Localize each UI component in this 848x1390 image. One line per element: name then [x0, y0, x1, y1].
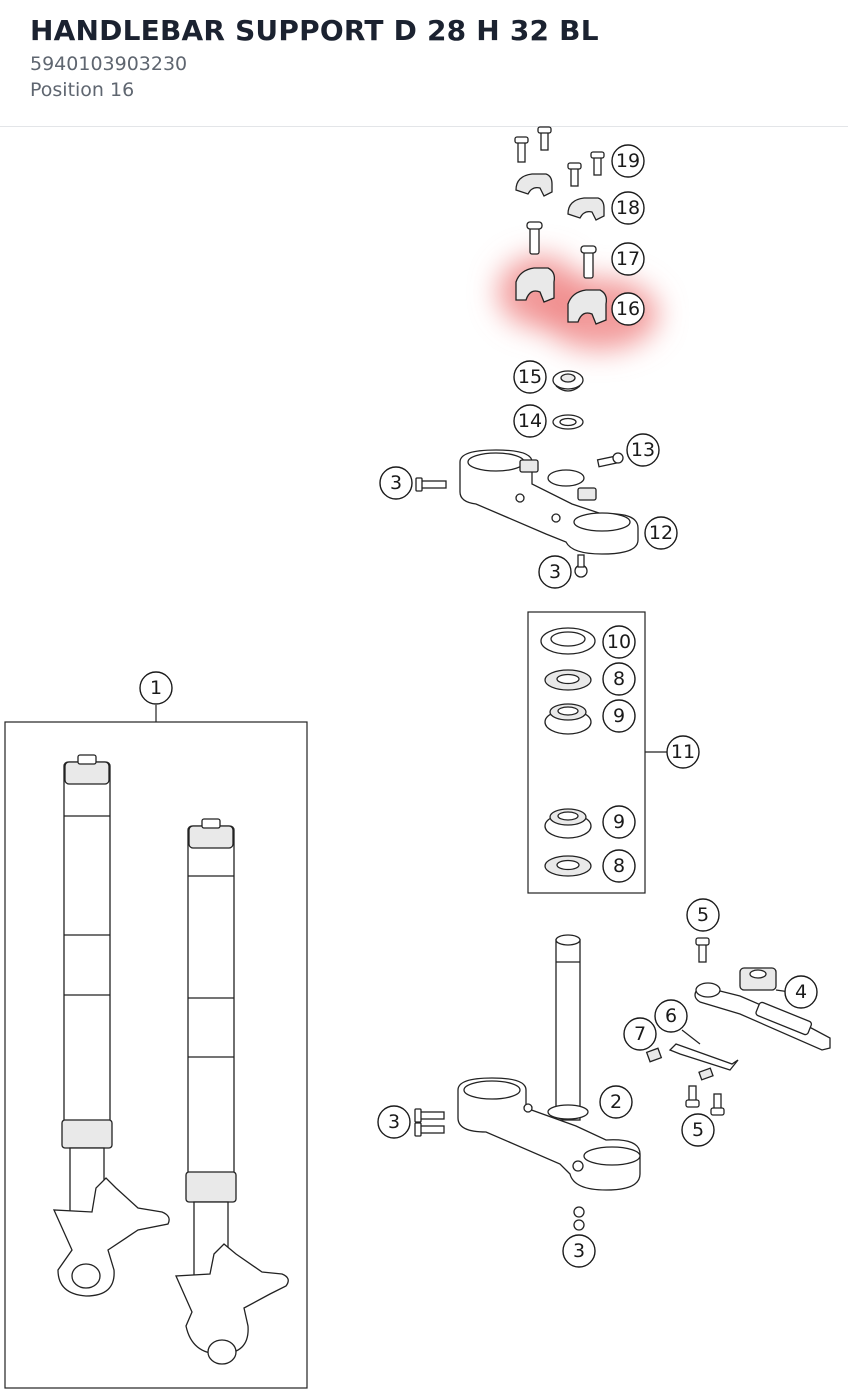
callout-6[interactable]: 6 — [654, 999, 688, 1033]
svg-text:1: 1 — [150, 677, 162, 699]
callout-2[interactable]: 2 — [599, 1085, 633, 1119]
bolt-3-upper-part[interactable] — [415, 477, 447, 492]
washer-14-part[interactable] — [552, 414, 584, 430]
cap-15-part[interactable] — [552, 370, 584, 392]
svg-text:5: 5 — [697, 904, 709, 926]
svg-text:19: 19 — [616, 150, 640, 172]
svg-text:9: 9 — [613, 705, 625, 727]
svg-text:18: 18 — [616, 197, 640, 219]
callout-8-lower[interactable]: 8 — [602, 849, 636, 883]
bolt-17-part[interactable] — [526, 221, 597, 279]
callout-10[interactable]: 10 — [602, 625, 636, 659]
callout-15[interactable]: 15 — [513, 360, 547, 394]
ring-8-lower-part[interactable] — [544, 855, 592, 877]
svg-text:7: 7 — [634, 1023, 646, 1045]
position-label: Position 16 — [30, 79, 135, 101]
bearing-9-lower-part[interactable] — [544, 808, 592, 839]
fork-assembly-1-box — [4, 705, 308, 1389]
fork-leg-right-part[interactable] — [175, 818, 289, 1365]
svg-text:3: 3 — [388, 1111, 400, 1133]
svg-text:16: 16 — [616, 298, 640, 320]
bolt-13-part[interactable] — [596, 452, 624, 468]
upper-triple-clamp-12-part[interactable] — [459, 449, 639, 555]
clamp-18-part[interactable] — [515, 173, 605, 221]
svg-text:13: 13 — [631, 439, 655, 461]
svg-text:17: 17 — [616, 248, 640, 270]
bolt-5-top-part[interactable] — [695, 937, 710, 963]
callout-13[interactable]: 13 — [626, 433, 660, 467]
svg-text:2: 2 — [610, 1091, 622, 1113]
svg-text:8: 8 — [613, 668, 625, 690]
bolt-19-part[interactable] — [514, 126, 605, 187]
fork-leg-left-part[interactable] — [52, 754, 170, 1297]
page-header: HANDLEBAR SUPPORT D 28 H 32 BL 594010390… — [0, 0, 848, 127]
svg-text:8: 8 — [613, 855, 625, 877]
bolts-5-bottom-part[interactable] — [685, 1085, 725, 1116]
callout-4[interactable]: 4 — [784, 975, 818, 1009]
callout-3-clamp[interactable]: 3 — [538, 555, 572, 589]
part-number: 5940103903230 — [30, 53, 188, 75]
svg-text:15: 15 — [518, 366, 542, 388]
svg-text:4: 4 — [795, 981, 807, 1003]
callout-17[interactable]: 17 — [611, 242, 645, 276]
svg-text:12: 12 — [649, 522, 673, 544]
steering-damper-4-part[interactable] — [694, 967, 831, 1051]
callout-5-bottom[interactable]: 5 — [681, 1113, 715, 1147]
callout-7[interactable]: 7 — [623, 1017, 657, 1051]
svg-text:3: 3 — [390, 472, 402, 494]
callout-8-upper[interactable]: 8 — [602, 662, 636, 696]
svg-text:5: 5 — [692, 1119, 704, 1141]
callout-18[interactable]: 18 — [611, 191, 645, 225]
callout-3-stem[interactable]: 3 — [562, 1234, 596, 1268]
svg-text:9: 9 — [613, 811, 625, 833]
svg-text:10: 10 — [607, 631, 631, 653]
callout-12[interactable]: 12 — [644, 516, 678, 550]
bracket-6-part[interactable] — [668, 1043, 739, 1071]
callout-9-upper[interactable]: 9 — [602, 699, 636, 733]
bolt-3-lower-part[interactable] — [574, 554, 588, 578]
svg-text:3: 3 — [573, 1240, 585, 1262]
pin-7-part[interactable] — [645, 1047, 714, 1081]
bearing-9-upper-part[interactable] — [544, 703, 592, 735]
callout-9-lower[interactable]: 9 — [602, 805, 636, 839]
callout-1[interactable]: 1 — [139, 671, 173, 705]
callout-11[interactable]: 11 — [666, 735, 700, 769]
bolts-3-lower-clamp-part[interactable] — [414, 1108, 585, 1231]
svg-text:11: 11 — [671, 741, 695, 763]
callout-5-top[interactable]: 5 — [686, 898, 720, 932]
callout-16[interactable]: 16 — [611, 292, 645, 326]
part-title: HANDLEBAR SUPPORT D 28 H 32 BL — [30, 14, 599, 47]
callout-19[interactable]: 19 — [611, 144, 645, 178]
handlebar-support-16-part[interactable] — [515, 267, 608, 325]
svg-text:14: 14 — [518, 410, 542, 432]
lower-triple-clamp-2-part[interactable] — [457, 934, 641, 1191]
seal-10-part[interactable] — [540, 627, 596, 655]
callout-3-lower-bolts[interactable]: 3 — [377, 1105, 411, 1139]
svg-text:3: 3 — [549, 561, 561, 583]
svg-text:6: 6 — [665, 1005, 677, 1027]
callout-3-upper[interactable]: 3 — [379, 466, 413, 500]
bearing-kit-11-box — [527, 611, 667, 894]
callout-14[interactable]: 14 — [513, 404, 547, 438]
ring-8-upper-part[interactable] — [544, 669, 592, 691]
